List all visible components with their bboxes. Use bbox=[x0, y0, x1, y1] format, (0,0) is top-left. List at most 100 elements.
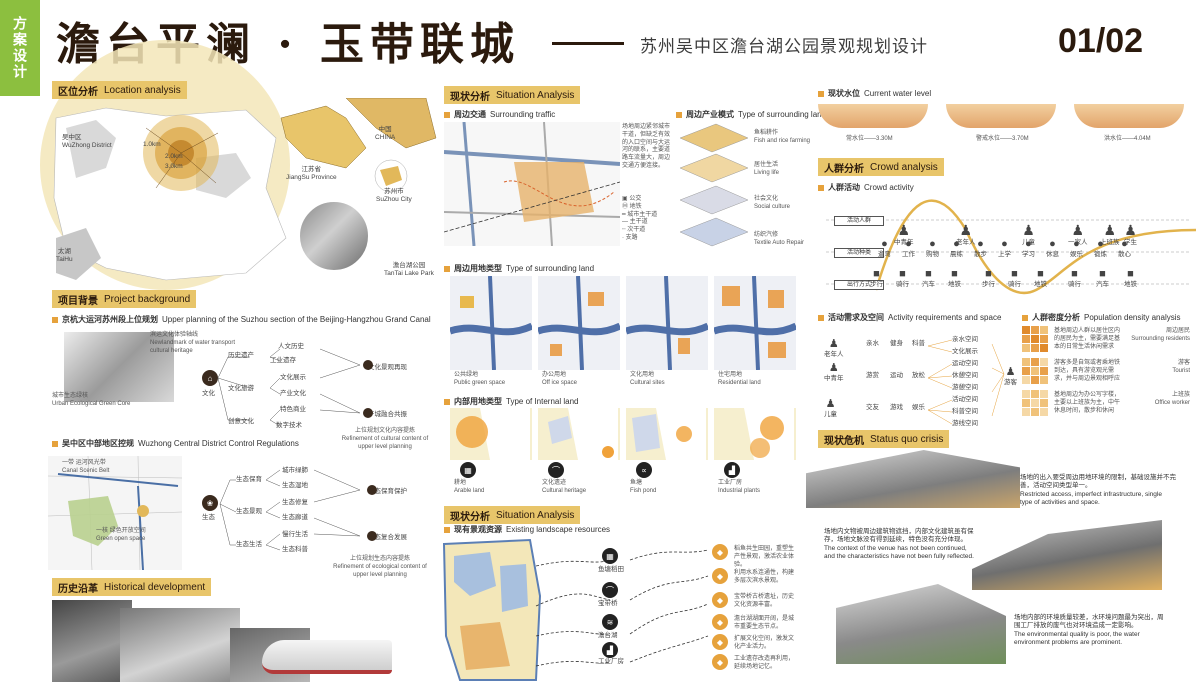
title-divider bbox=[552, 42, 624, 45]
arable-icon: ▦ bbox=[460, 462, 476, 478]
req-item-6: 游戏 bbox=[890, 404, 903, 411]
c-out-0: 文化景观再现 bbox=[368, 364, 407, 371]
lake-icon: ≋ bbox=[602, 614, 618, 630]
traffic-map bbox=[444, 122, 620, 246]
water-bowl-warning bbox=[946, 104, 1056, 128]
location-map bbox=[53, 98, 437, 281]
ecology-label: 生态 bbox=[202, 514, 215, 521]
label-d1: 1.0km bbox=[143, 141, 161, 148]
req-item-7: 娱乐 bbox=[912, 404, 925, 411]
crisis-photo-1 bbox=[972, 520, 1162, 590]
req-people-3: ♟游客 bbox=[1004, 366, 1017, 387]
traffic-legend: ▣ 公交 Ⓜ 地铁 ━ 城市主干道 — 主干道 ┄ 次干道 · 支路 bbox=[622, 196, 674, 243]
rice-field-icon: ▦ bbox=[602, 548, 618, 564]
travel-6: ■地铁 bbox=[1034, 268, 1047, 289]
desc-icon-5: ◆ bbox=[712, 654, 728, 670]
e-node-2: 生态生活 bbox=[236, 541, 262, 548]
legend-primary: — 主干道 bbox=[622, 219, 648, 226]
legend-branch: · 支路 bbox=[622, 234, 638, 241]
req-item-3: 运动 bbox=[890, 372, 903, 379]
e-leaf-1: 生态湿地 bbox=[282, 482, 308, 489]
req-space-0: 亲水空间 bbox=[952, 336, 978, 343]
req-space-4: 游憩空间 bbox=[952, 384, 978, 391]
land-map-2 bbox=[626, 276, 708, 370]
water-level-0: 常水位——3.30M bbox=[846, 136, 893, 142]
internal-map-3 bbox=[714, 408, 796, 460]
c-leaf-3: 产业文化 bbox=[280, 390, 306, 397]
desc-icon-1: ◆ bbox=[712, 568, 728, 584]
e-leaf-5: 生态科普 bbox=[282, 546, 308, 553]
crowd-curve bbox=[826, 199, 1196, 295]
travel-7: ■骑行 bbox=[1068, 268, 1081, 289]
req-item-0: 亲水 bbox=[866, 340, 879, 347]
e-node-1: 生态景观 bbox=[236, 508, 262, 515]
c-leaf-0: 人文历史 bbox=[278, 343, 304, 350]
activity-5: ●上学 bbox=[998, 238, 1011, 259]
legend-metro: Ⓜ 地铁 bbox=[622, 203, 642, 210]
resource-desc-3: 澹台湖湖面开阔，是城市重要生态节点。 bbox=[734, 616, 795, 630]
e-out-0: 生态保育保护 bbox=[368, 488, 407, 495]
aerial-photo bbox=[298, 200, 370, 272]
e-leaf-2: 生态修复 bbox=[282, 499, 308, 506]
train-image bbox=[262, 640, 392, 674]
density-grid-2 bbox=[1022, 390, 1048, 416]
travel-0: ■步行 bbox=[870, 268, 883, 289]
e-out-1: 生态复合发展 bbox=[368, 534, 407, 541]
activity-1: ●工作 bbox=[902, 238, 915, 259]
resource-1: 宝带桥 bbox=[598, 600, 618, 607]
desc-icon-3: ◆ bbox=[712, 614, 728, 630]
page-number: 01/02 bbox=[1058, 22, 1144, 60]
travel-4: ■步行 bbox=[982, 268, 995, 289]
req-item-8: 科普 bbox=[912, 340, 925, 347]
industry-layers bbox=[679, 123, 749, 247]
c-out-1: 产城融合共振 bbox=[368, 411, 407, 418]
internal-map-2 bbox=[626, 408, 708, 460]
land-map-1 bbox=[538, 276, 620, 370]
req-item-4: 放松 bbox=[912, 372, 925, 379]
travel-9: ■地铁 bbox=[1124, 268, 1137, 289]
fish-icon: ∝ bbox=[636, 462, 652, 478]
req-people-0: ♟老年人 bbox=[824, 338, 844, 359]
req-space-6: 科普空间 bbox=[952, 408, 978, 415]
legend-main-road: ━ 城市主干道 bbox=[622, 211, 658, 218]
activity-9: ●锻炼 bbox=[1094, 238, 1107, 259]
req-space-2: 运动空间 bbox=[952, 360, 978, 367]
c-node-0: 历史遗产 bbox=[228, 352, 254, 359]
resource-desc-5: 工业遗存改造再利用，延续场地记忆。 bbox=[734, 656, 795, 670]
legend-bus: ▣ 公交 bbox=[622, 196, 642, 202]
e-leaf-0: 城市绿肺 bbox=[282, 467, 308, 474]
c-leaf-5: 数字技术 bbox=[276, 422, 302, 429]
ecology-icon: ❀ bbox=[202, 495, 218, 511]
e-leaf-4: 慢行生活 bbox=[282, 531, 308, 538]
water-level-2: 洪水位——4.04M bbox=[1104, 136, 1151, 142]
desc-icon-0: ◆ bbox=[712, 544, 728, 560]
resource-0: 鱼塘稻田 bbox=[598, 566, 624, 573]
req-lines bbox=[927, 339, 1005, 425]
activity-10: ●散心 bbox=[1118, 238, 1131, 259]
water-bowl-flood bbox=[1074, 104, 1184, 128]
